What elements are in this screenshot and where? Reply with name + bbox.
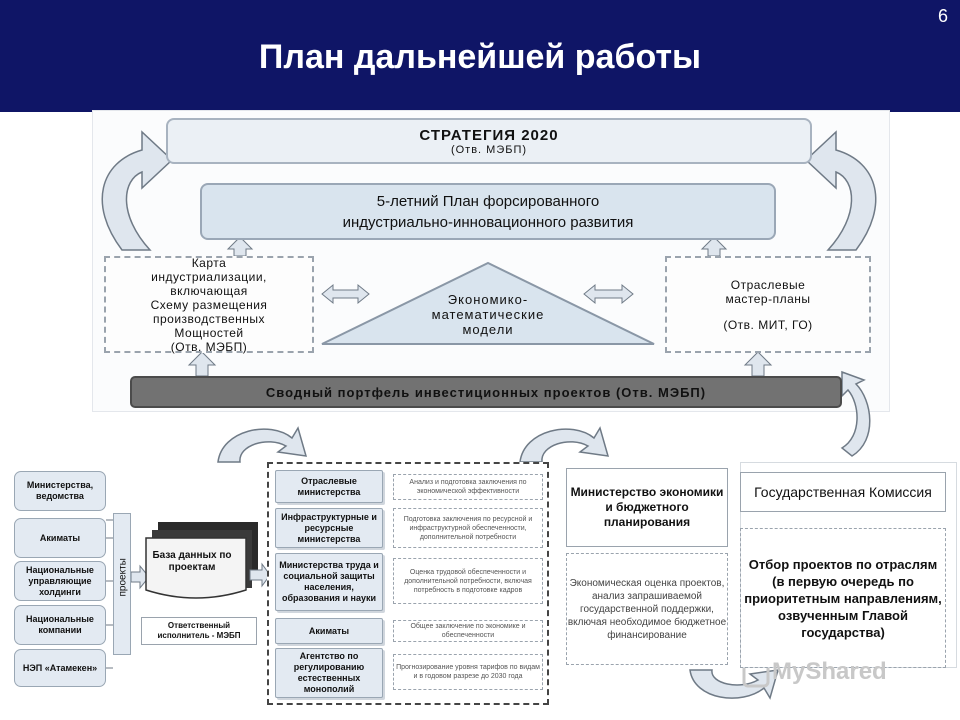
models-line: модели [462, 322, 514, 337]
source-ministries: Министерства, ведомства [14, 471, 106, 511]
up-arrow-portfolio-right [743, 351, 773, 377]
review-task-box: Анализ и подготовка заключения по эконом… [393, 474, 543, 500]
map-line: включающая [170, 283, 248, 298]
map-line: Карта [191, 255, 227, 270]
database-label: База данных по проектам [152, 550, 232, 573]
up-arrow-right [700, 236, 728, 257]
double-arrow-left [321, 283, 370, 305]
plan5-line1: 5-летний План форсированного [376, 192, 600, 210]
five-year-plan-box: 5-летний План форсированного индустриаль… [200, 183, 776, 240]
review-org-box: Инфраструктурные и ресурсные министерств… [275, 508, 383, 548]
map-line: Мощностей [174, 325, 244, 340]
left-curved-arrow [101, 130, 174, 251]
source-akimats: Акиматы [14, 518, 106, 558]
slide-header: План дальнейшей работы 6 [0, 0, 960, 112]
right-curved-arrow [804, 130, 877, 251]
projects-arrow [130, 564, 150, 590]
source-holdings: Национальные управляющие холдинги [14, 561, 106, 601]
ministry-economy-description: Экономическая оценка проектов, анализ за… [566, 553, 728, 665]
sector-plans-box: Отраслевые мастер-планы (Отв. МИТ, ГО) [665, 256, 871, 353]
responsible-executor-box: Ответственный исполнитель - МЭБП [141, 617, 257, 645]
strategy-title: СТРАТЕГИЯ 2020 [419, 126, 559, 144]
page-title: План дальнейшей работы [258, 38, 702, 76]
review-task-box: Оценка трудовой обеспеченности и дополни… [393, 558, 543, 604]
review-task-box: Прогнозирование уровня тарифов по видам … [393, 654, 543, 690]
map-line: (Отв. МЭБП) [170, 339, 248, 354]
map-line: производственных [153, 311, 265, 326]
plans-line1: Отраслевые [730, 277, 806, 292]
curved-arrow-to-portfolio [840, 370, 871, 457]
ministry-economy-box: Министерство экономики и бюджетного план… [566, 468, 728, 547]
source-national-companies: Национальные компании [14, 605, 106, 645]
watermark-text: MyShared [772, 658, 887, 685]
models-line: Экономико- [447, 292, 529, 307]
investment-portfolio-bar: Сводный портфель инвестиционных проектов… [130, 376, 842, 408]
review-org-box: Министерства труда и социальной защиты н… [275, 553, 383, 611]
commission-frame [740, 462, 957, 668]
review-task-box: Подготовка заключения по ресурсной и инф… [393, 508, 543, 548]
models-label: Экономико- математические модели [400, 292, 576, 337]
state-commission-title: Государственная Комиссия [740, 472, 946, 512]
curved-arrow-to-commission [689, 669, 780, 700]
map-line: индустриализации, [151, 269, 267, 284]
review-task-box: Общее заключение по экономике и обеспече… [393, 620, 543, 642]
page-number: 6 [937, 6, 948, 26]
review-org-box: Акиматы [275, 618, 383, 644]
strategy-owner: (Отв. МЭБП) [450, 143, 528, 156]
curved-arrow-to-review [217, 426, 308, 463]
curved-arrow-to-ministry [519, 426, 610, 463]
double-arrow-right [583, 283, 634, 305]
review-org-box: Агентство по регулированию естественных … [275, 648, 383, 698]
up-arrow-portfolio-left [187, 351, 217, 377]
industrial-map-box: Карта индустриализации, включающая Схему… [104, 255, 314, 354]
map-line: Схему размещения [150, 297, 268, 312]
models-line: математические [431, 307, 545, 322]
database-icon [145, 522, 258, 599]
plans-owner: (Отв. МИТ, ГО) [723, 317, 813, 332]
source-atameken: НЭП «Атамекен» [14, 649, 106, 687]
projects-label: проекты [117, 558, 129, 597]
models-triangle [321, 261, 655, 345]
plans-line2: мастер-планы [725, 291, 811, 306]
projects-bar [113, 513, 131, 655]
plan5-line2: индустриально-инновационного развития [342, 213, 634, 231]
db-to-review-arrow [249, 562, 271, 588]
up-arrow-left [226, 236, 254, 257]
review-org-box: Отраслевые министерства [275, 470, 383, 503]
strategy-box: СТРАТЕГИЯ 2020 (Отв. МЭБП) [166, 118, 812, 164]
state-commission-description: Отбор проектов по отраслям (в первую оче… [740, 528, 946, 668]
